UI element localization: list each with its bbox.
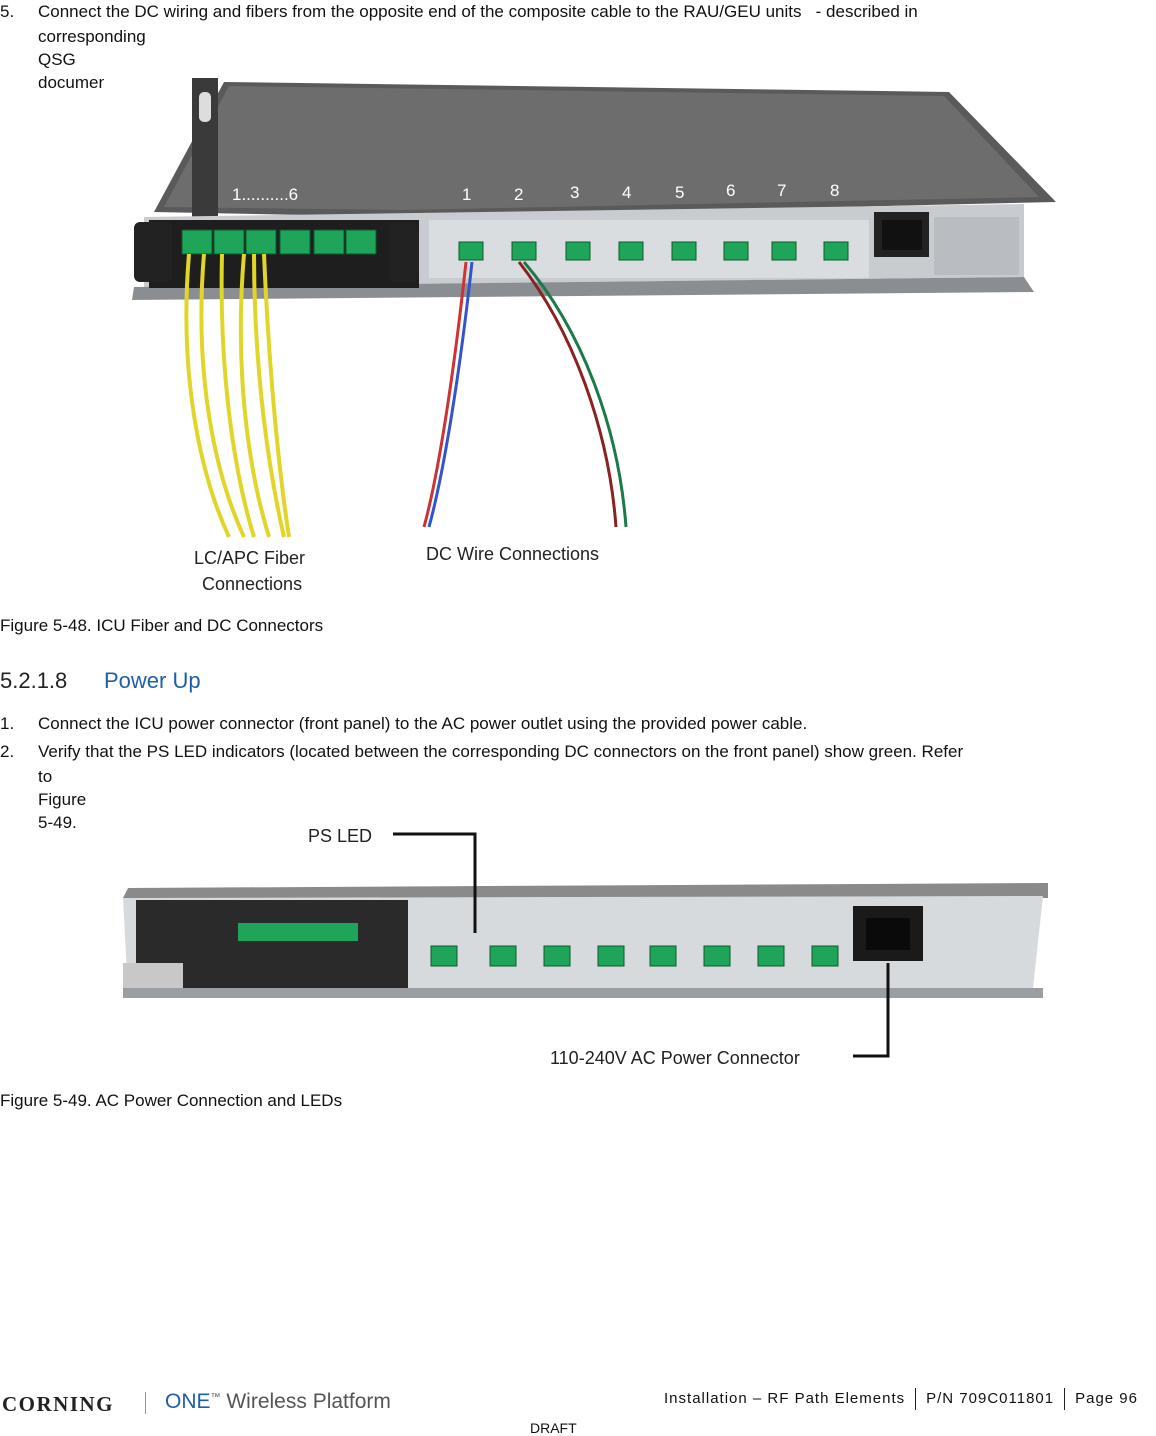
footer-meta: Installation – RF Path Elements P/N 709C0… [654, 1388, 1148, 1410]
label-dc-wire: DC Wire Connections [426, 544, 599, 564]
product-logo: ONE™ Wireless Platform [165, 1390, 391, 1414]
figure2-caption: Figure 5-49. AC Power Connection and LED… [0, 1091, 343, 1110]
draft-mark: DRAFT [530, 1420, 577, 1436]
port-number: 8 [830, 181, 839, 200]
step-number: 2. [0, 742, 15, 761]
part-number: P/N 709C011801 [926, 1389, 1055, 1407]
step-number: 5. [0, 2, 15, 21]
product-name: Wireless Platform [220, 1390, 391, 1413]
section-heading: 5.2.1.8 Power Up [0, 668, 201, 694]
product-tm: ™ [210, 1392, 221, 1403]
step-text-cont: to Figure 5-49. [38, 767, 87, 832]
product-one: ONE [165, 1390, 211, 1413]
divider [1064, 1388, 1066, 1410]
step-text: Connect the ICU power connector (front p… [38, 714, 808, 733]
divider [915, 1388, 917, 1410]
port-number: 5 [675, 183, 684, 202]
step-text-cont: corresponding QSG documents. [38, 27, 146, 92]
page-footer: CORNING ONE™ Wireless Platform Installat… [0, 1380, 1156, 1436]
page-number: Page 96 [1075, 1389, 1138, 1407]
step-number: 1. [0, 714, 15, 733]
label-ps-led: PS LED [308, 826, 372, 846]
port-number: 3 [570, 183, 579, 202]
doc-title: Installation – RF Path Elements [664, 1389, 906, 1407]
figure1-caption: Figure 5-48. ICU Fiber and DC Connectors [0, 616, 324, 635]
port-number: 7 [777, 181, 786, 200]
port-number: 6 [726, 181, 735, 200]
section-title: Power Up [104, 668, 201, 693]
section-number: 5.2.1.8 [0, 668, 68, 693]
label-ac-connector: 110-240V AC Power Connector [550, 1048, 800, 1068]
step-text: Connect the DC wiring and fibers from th… [38, 2, 918, 21]
figure-ac-power: PS LED 110-240V AC Power Connector [118, 818, 1050, 1074]
corning-logo: CORNING [2, 1392, 115, 1416]
port-number: 4 [622, 183, 631, 202]
figure-icu-connectors: 1..........6 1 2 3 4 5 6 7 8 LC/APC Fibe… [104, 72, 1056, 600]
label-fiber-2: Connections [202, 574, 302, 594]
port-number: 2 [514, 185, 523, 204]
step-text: Verify that the PS LED indicators (locat… [38, 742, 964, 761]
label-fiber-range: 1..........6 [232, 185, 298, 204]
port-number: 1 [462, 185, 471, 204]
label-fiber-1: LC/APC Fiber [194, 548, 305, 568]
logo-divider [145, 1392, 146, 1414]
